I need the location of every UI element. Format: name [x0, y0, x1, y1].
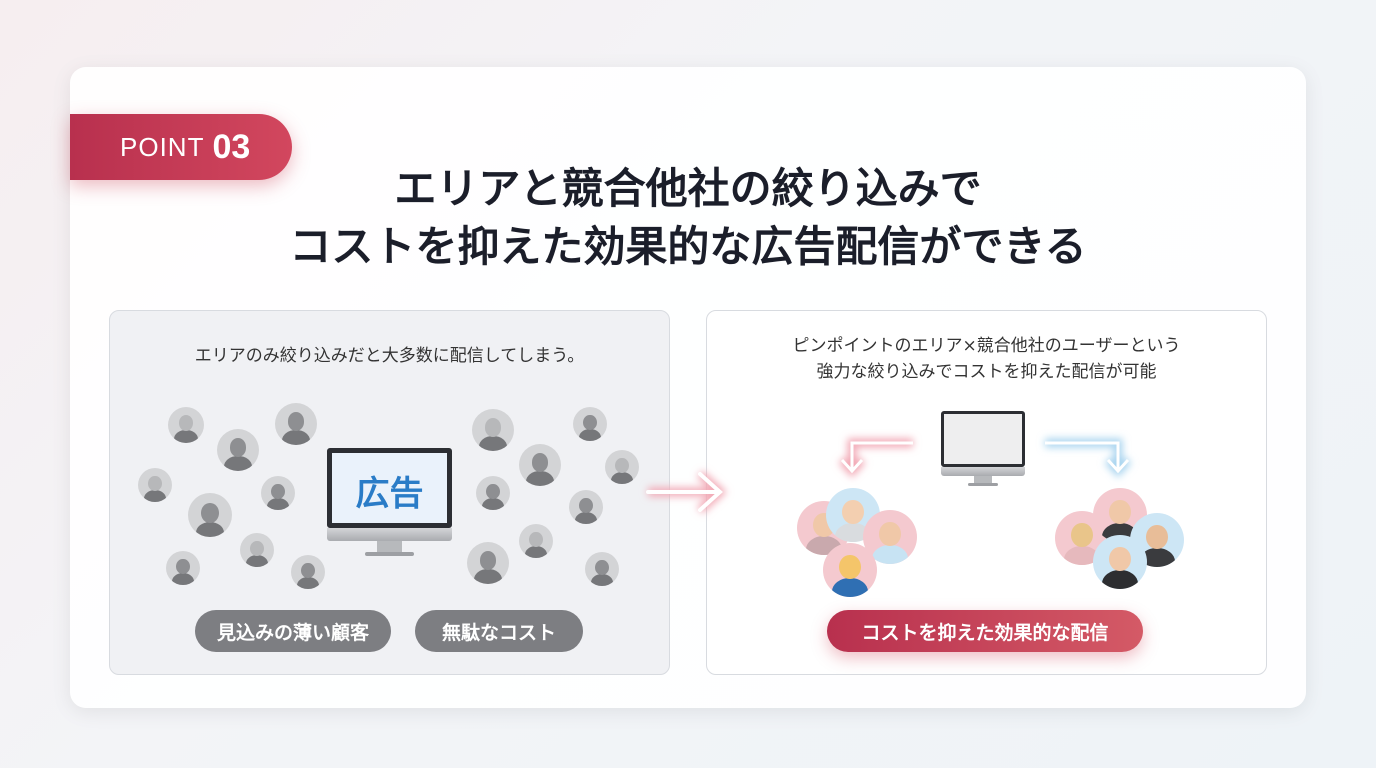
left-panel: エリアのみ絞り込みだと大多数に配信してしまう。 広告 見込みの薄い顧客 無駄なコ… — [109, 310, 670, 675]
monitor-icon — [941, 411, 1025, 489]
title-line-1: エリアと競合他社の絞り込みで — [394, 164, 982, 213]
person-avatar-icon — [240, 533, 274, 567]
monitor-icon: 広告 — [327, 448, 452, 558]
right-caption-line-1: ピンポイントのエリア×競合他社のユーザーという — [792, 336, 1181, 356]
person-avatar-icon — [168, 407, 204, 443]
tag-wasted-cost: 無駄なコスト — [415, 610, 583, 652]
person-avatar-icon — [275, 403, 317, 445]
page-title: エリアと競合他社の絞り込みで コストを抑えた効果的な広告配信ができる — [0, 160, 1376, 276]
badge-number: 03 — [212, 127, 251, 166]
person-avatar-icon — [261, 476, 295, 510]
person-avatar-icon — [519, 524, 553, 558]
person-avatar-icon — [605, 450, 639, 484]
person-avatar-icon — [585, 552, 619, 586]
target-user-avatar-icon — [863, 510, 917, 564]
right-caption: ピンポイントのエリア×競合他社のユーザーという 強力な絞り込みでコストを抑えた配… — [707, 333, 1266, 385]
point-badge: POINT 03 — [70, 114, 292, 180]
target-user-avatar-icon — [823, 543, 877, 597]
person-avatar-icon — [569, 490, 603, 524]
person-avatar-icon — [573, 407, 607, 441]
effective-delivery-label: コストを抑えた効果的な配信 — [827, 610, 1143, 652]
person-avatar-icon — [166, 551, 200, 585]
right-caption-line-2: 強力な絞り込みでコストを抑えた配信が可能 — [816, 362, 1157, 382]
tag-low-prospect: 見込みの薄い顧客 — [195, 610, 391, 652]
ad-label: 広告 — [355, 474, 424, 514]
person-avatar-icon — [472, 409, 514, 451]
person-avatar-icon — [138, 468, 172, 502]
competitor-user-avatar-icon — [1130, 513, 1184, 567]
title-line-2: コストを抑えた効果的な広告配信ができる — [289, 222, 1087, 271]
person-avatar-icon — [188, 493, 232, 537]
person-avatar-icon — [467, 542, 509, 584]
person-avatar-icon — [291, 555, 325, 589]
right-panel: ピンポイントのエリア×競合他社のユーザーという 強力な絞り込みでコストを抑えた配… — [706, 310, 1267, 675]
person-avatar-icon — [476, 476, 510, 510]
left-caption: エリアのみ絞り込みだと大多数に配信してしまう。 — [194, 346, 585, 366]
person-avatar-icon — [217, 429, 259, 471]
badge-prefix: POINT — [120, 131, 205, 162]
competitor-user-avatar-icon — [1093, 535, 1147, 589]
person-avatar-icon — [519, 444, 561, 486]
